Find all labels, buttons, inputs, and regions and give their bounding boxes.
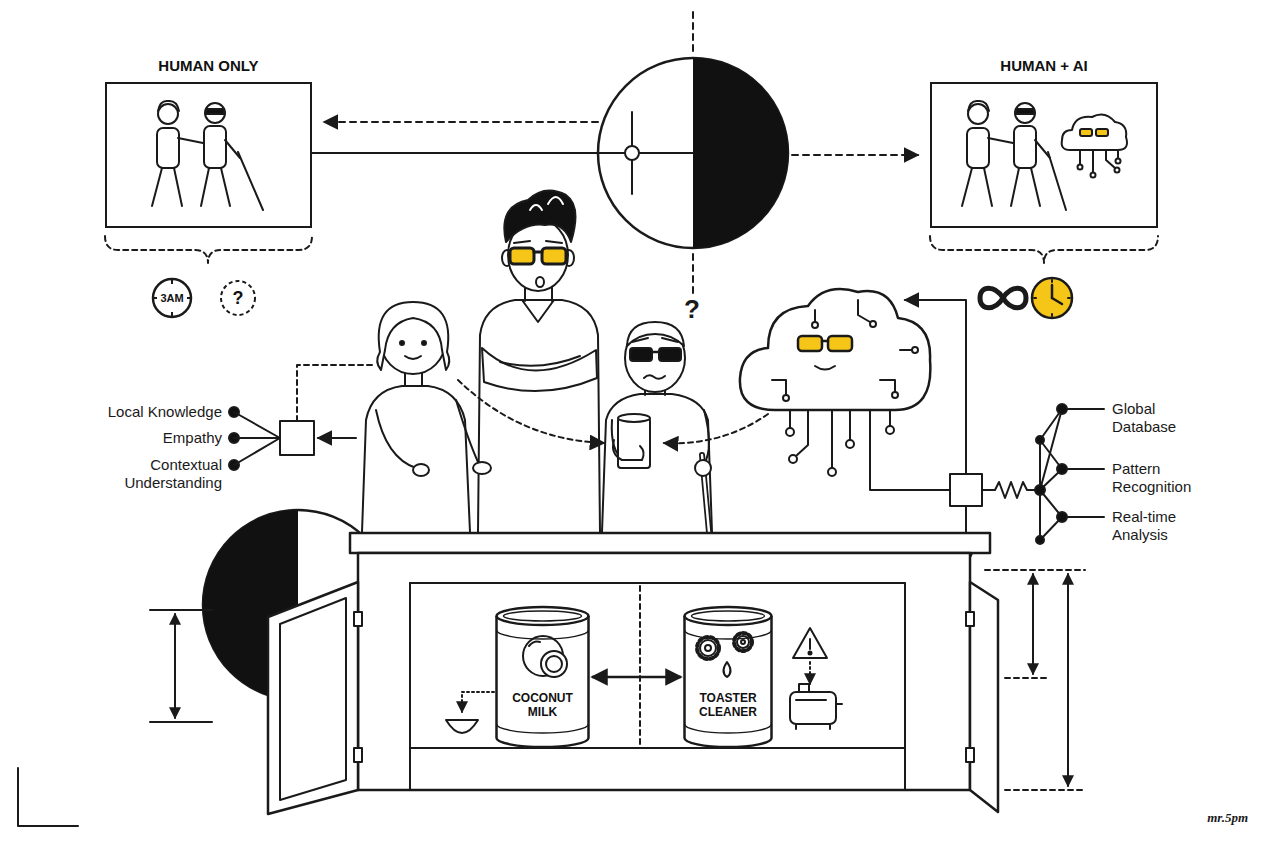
can: TOASTER CLEANER: [683, 606, 773, 748]
scenario-box: HUMAN + AI: [930, 82, 1158, 228]
feature-label: Contextual Understanding: [82, 456, 222, 492]
question-mark: ?: [678, 294, 706, 325]
icon-text: ?: [233, 289, 244, 307]
swap-connector: [592, 676, 681, 679]
icon-text: 3AM: [160, 293, 183, 304]
can-outline: [683, 606, 773, 748]
clock-icon: 3AM: [151, 277, 193, 319]
can-label: COCONUT MILK: [503, 692, 582, 720]
can-label: TOASTER CLEANER: [691, 692, 765, 720]
box-heading: HUMAN ONLY: [77, 57, 340, 75]
question-icon: ?: [219, 279, 257, 317]
feature-label: Pattern Recognition: [1112, 460, 1212, 496]
feature-label: Empathy: [82, 429, 222, 447]
box-heading: HUMAN + AI: [902, 57, 1186, 75]
feature-label: Local Knowledge: [82, 403, 222, 421]
can: COCONUT MILK: [495, 606, 590, 748]
feature-label: Real-time Analysis: [1112, 508, 1212, 544]
scenario-box: HUMAN ONLY: [105, 82, 312, 228]
can-outline: [495, 606, 590, 748]
feature-label: Global Database: [1112, 400, 1212, 436]
watermark: mr.5pm: [1160, 810, 1248, 826]
